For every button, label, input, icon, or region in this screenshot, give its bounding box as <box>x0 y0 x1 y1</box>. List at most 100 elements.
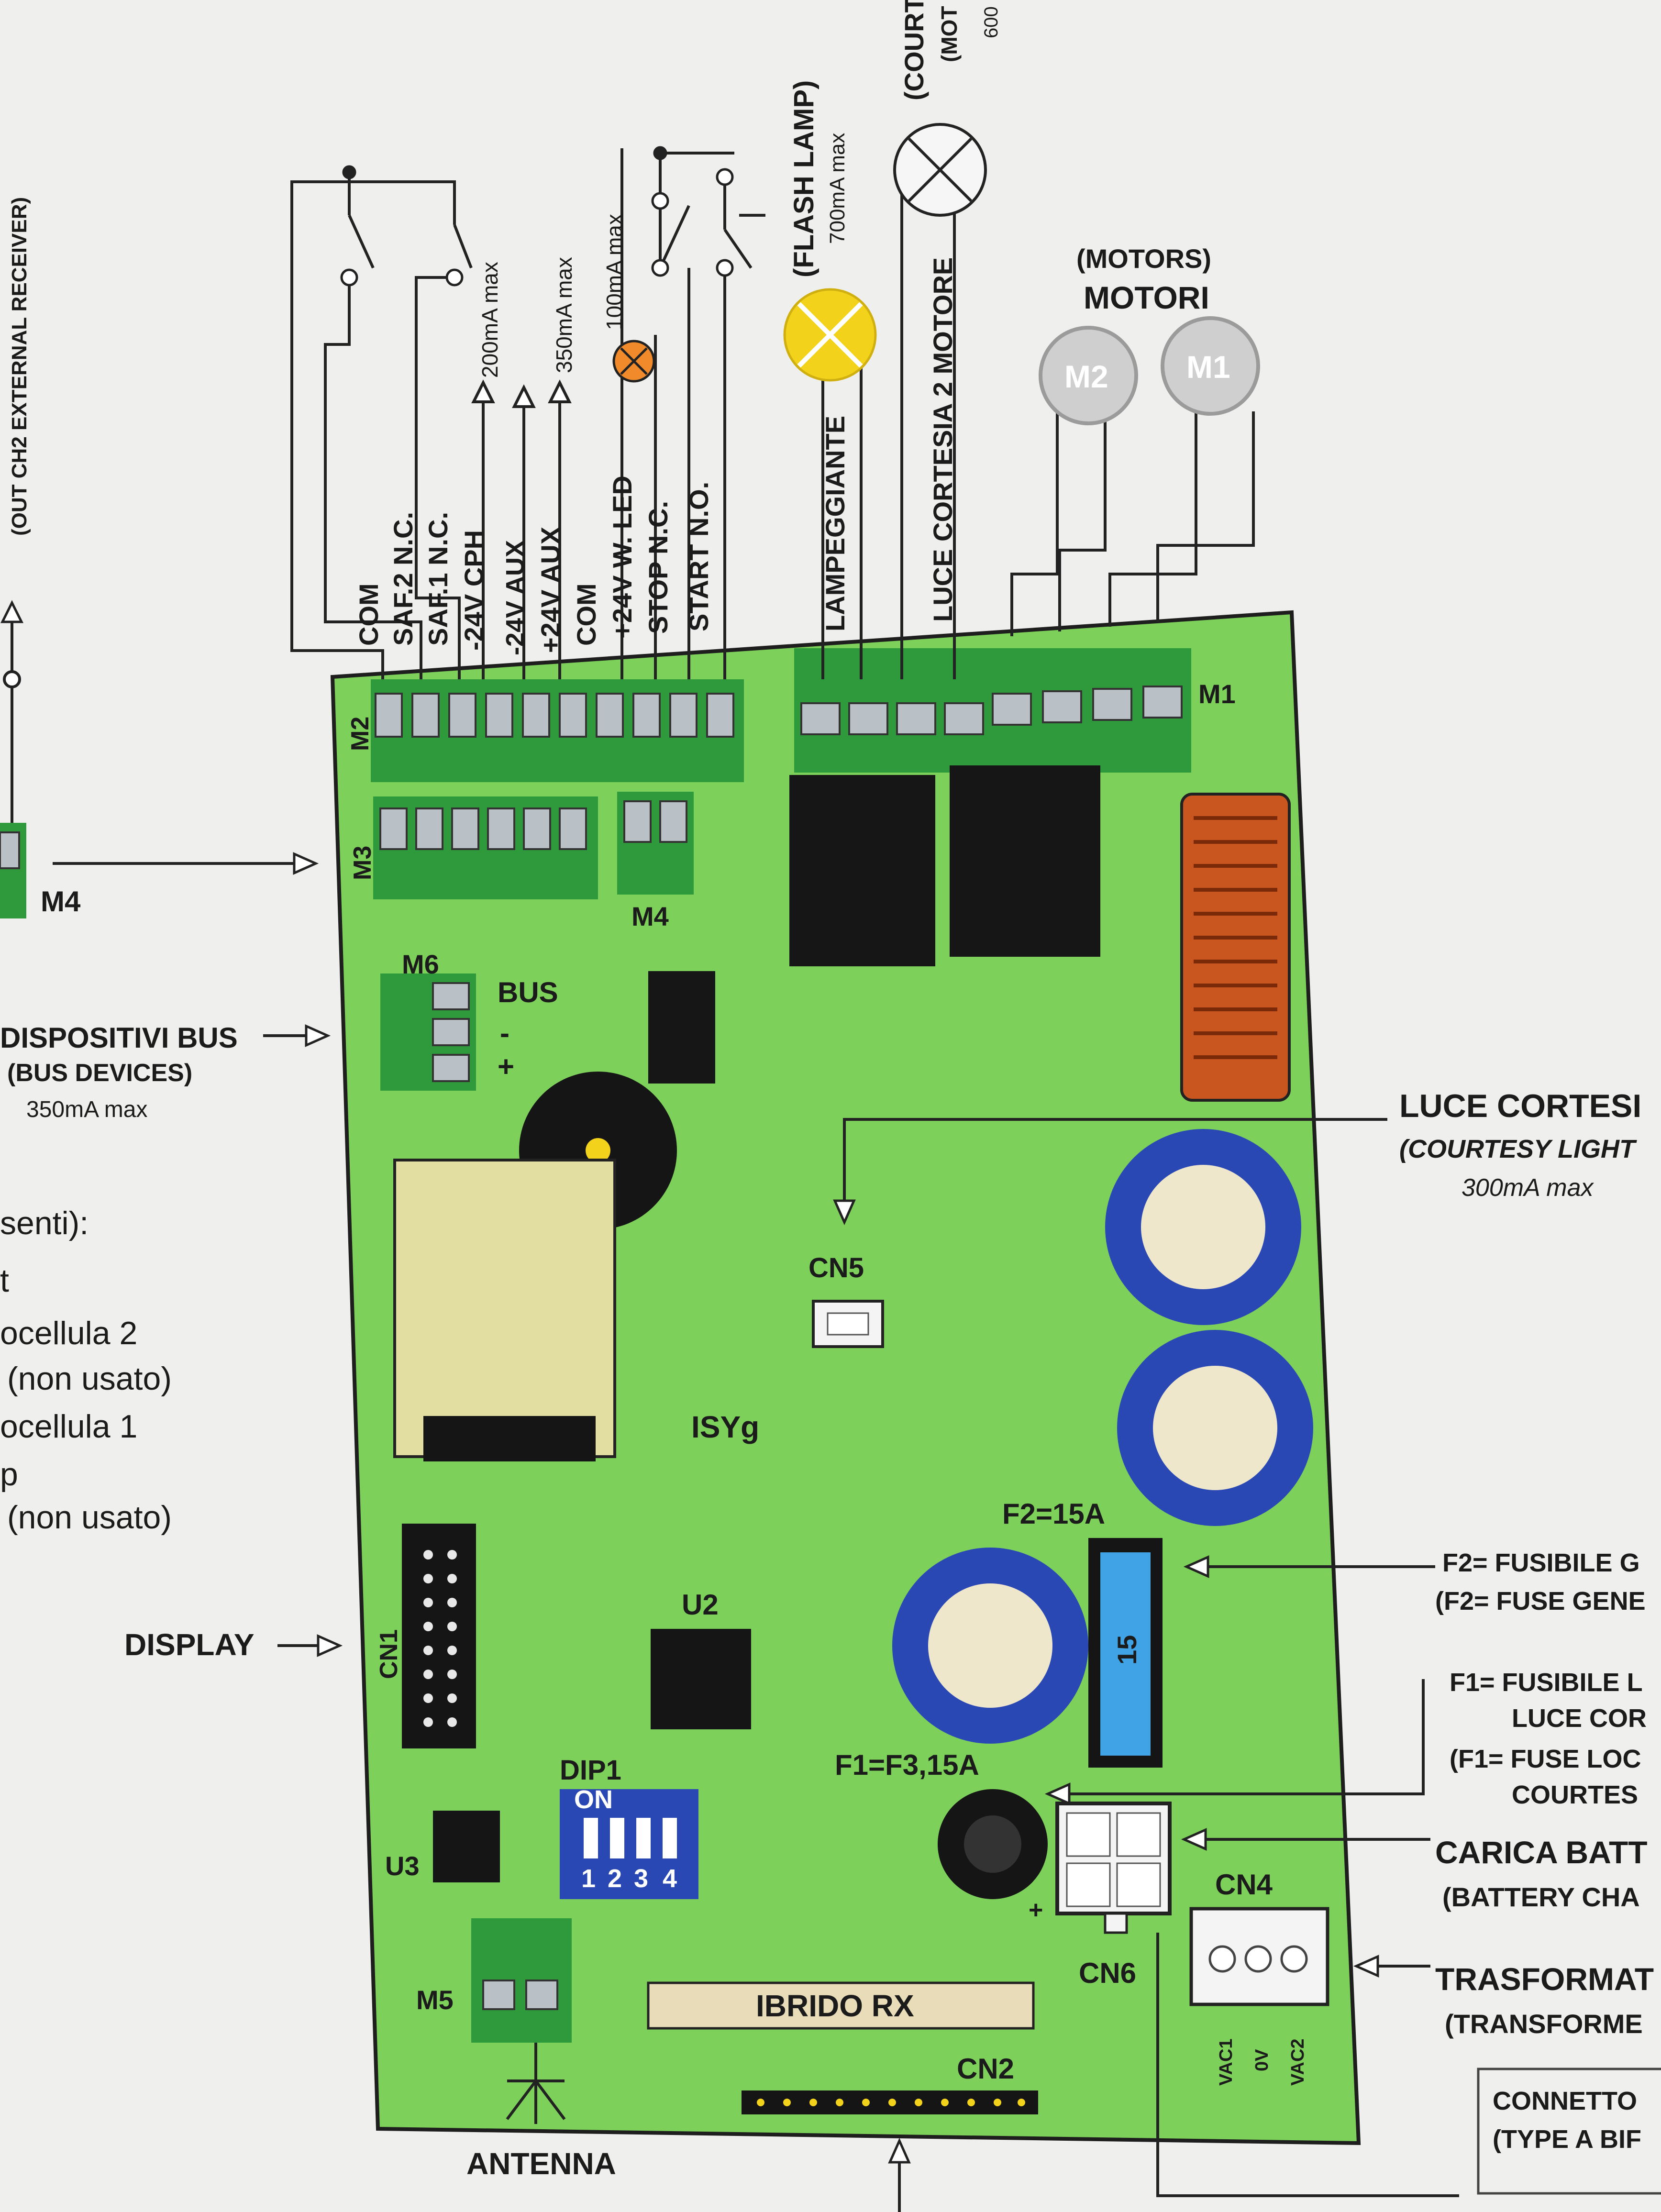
label-vac2: VAC2 <box>1288 2038 1308 2086</box>
ibrido-rx-slot <box>647 1981 1035 2030</box>
dip-number-2: 2 <box>608 1864 622 1893</box>
antenna-icon <box>506 2043 566 2124</box>
terminal-block-m1 <box>794 648 1191 773</box>
label-f2: F2=15A <box>1002 1498 1105 1530</box>
motor-m2-icon <box>1039 326 1138 425</box>
terminal-label-com2: COM <box>571 583 601 646</box>
legend-nonused1: (non usato) <box>7 1360 172 1397</box>
transformer-label: TRASFORMAT <box>1435 1961 1654 1997</box>
capacitor-3 <box>892 1548 1088 1744</box>
label-cn5: CN5 <box>808 1252 864 1283</box>
left-m4-label: M4 <box>41 885 81 918</box>
chip-u3 <box>433 1811 500 1882</box>
fuse-f2 <box>1088 1538 1163 1768</box>
courtesy-lamp-icon <box>893 123 987 217</box>
label-f1: F1=F3,15A <box>835 1749 979 1781</box>
dip-number-1: 1 <box>581 1864 596 1893</box>
label-m3: M3 <box>349 846 376 880</box>
terminal-block-m5 <box>471 1918 572 2043</box>
antenna-label: ANTENNA <box>466 2146 616 2181</box>
terminal-label-start: START N.O. <box>684 482 714 631</box>
connector-info-box <box>1477 2068 1661 2195</box>
terminal-label-com: COM <box>354 583 384 646</box>
current-aux: 350mA max <box>552 257 576 373</box>
terminal-label-luce-cortesia: LUCE CORTESIA 2 MOTORE <box>928 257 958 622</box>
courtesy-top-current: 600 <box>981 6 1002 38</box>
f1-fuse-label: F1= FUSIBILE L <box>1450 1668 1643 1697</box>
chip-u2 <box>651 1629 751 1729</box>
terminal-label-aux-pos: +24V AUX <box>535 527 565 653</box>
motor-m1-label: M1 <box>1186 349 1230 385</box>
relay-1 <box>789 775 935 966</box>
motor-m1-icon <box>1161 316 1260 416</box>
label-cn6: CN6 <box>1079 1957 1136 1989</box>
label-m4-board: M4 <box>631 901 669 931</box>
capacitor-2 <box>1117 1330 1313 1526</box>
label-m5: M5 <box>416 1985 454 2015</box>
label-cn1: CN1 <box>375 1629 403 1679</box>
courtesy-pointer <box>843 1118 1387 1210</box>
relay-2 <box>950 765 1100 957</box>
courtesy-top-label: (COURT <box>899 0 929 100</box>
dip-on-label: ON <box>574 1785 613 1814</box>
courtesy-light-en-label: (COURTESY LIGHT <box>1399 1135 1637 1163</box>
label-u3: U3 <box>385 1851 420 1881</box>
f2-fuse-en-label: (F2= FUSE GENE <box>1435 1587 1646 1615</box>
terminal-label-lampeggiante: LAMPEGGIANTE <box>820 416 850 631</box>
label-m1: M1 <box>1198 679 1236 709</box>
motors-subtitle: (MOTORS) <box>1076 243 1211 274</box>
connector-cn1 <box>402 1524 476 1748</box>
legend-rt: t <box>0 1262 9 1299</box>
terminal-label-wled: +24V W. LED <box>607 476 637 639</box>
connector-cn4 <box>1189 1907 1329 2006</box>
flash-lamp-current: 700mA max <box>826 133 849 244</box>
ext-receiver-label: (OUT CH2 EXTERNAL RECEIVER) <box>8 197 31 536</box>
terminal-label-saf1: SAF.1 N.C. <box>423 512 453 646</box>
terminal-label-aux-neg: -24V AUX <box>501 540 530 655</box>
courtesy-top-label-2: (MOT <box>937 6 962 62</box>
motors-title: MOTORI <box>1084 280 1209 315</box>
label-bus-minus: - <box>500 1017 509 1049</box>
bus-devices-en-label: (BUS DEVICES) <box>7 1059 192 1087</box>
label-m6: M6 <box>402 949 439 979</box>
dip-number-3: 3 <box>634 1864 648 1893</box>
courtesy-light-current: 300mA max <box>1462 1174 1595 1202</box>
label-cn4: CN4 <box>1215 1869 1273 1901</box>
terminal-block-m4 <box>617 792 694 895</box>
current-wled: 100mA max <box>602 214 627 330</box>
current-cph: 200mA max <box>477 262 502 378</box>
bus-devices-current: 350mA max <box>26 1097 147 1122</box>
label-vac1: VAC1 <box>1216 2038 1236 2086</box>
wiring-top <box>290 148 1255 679</box>
label-u2: U2 <box>682 1589 719 1621</box>
terminal-block-m3 <box>373 796 598 899</box>
chip-near-bus <box>648 971 715 1084</box>
connector-cn6 <box>1055 1802 1172 1934</box>
bus-devices-label: DISPOSITIVI BUS <box>0 1022 238 1054</box>
fuse-f1 <box>938 1789 1048 1899</box>
f1-fuse-en-label: (F1= FUSE LOC <box>1450 1745 1641 1773</box>
legend-senti: senti): <box>0 1205 89 1241</box>
battery-charge-label: CARICA BATT <box>1435 1835 1648 1870</box>
dip-switch-dip1[interactable] <box>560 1789 698 1899</box>
connector-box-label: CONNETTO <box>1493 2087 1637 2115</box>
f1-fuse-label-2: LUCE COR <box>1512 1704 1647 1733</box>
dip-number-4: 4 <box>663 1864 677 1893</box>
terminal-label-cph: -24V CPH <box>459 530 489 651</box>
flash-lamp-icon <box>783 288 877 382</box>
terminal-block-m6-bus <box>380 973 476 1091</box>
connector-cn2 <box>742 2090 1038 2114</box>
label-m2: M2 <box>346 717 374 751</box>
courtesy-light-label: LUCE CORTESI <box>1399 1088 1641 1124</box>
battery-charge-en-label: (BATTERY CHA <box>1442 1882 1640 1912</box>
legend-fotocell1: ocellula 1 <box>0 1408 137 1445</box>
legend-fotocell2: ocellula 2 <box>0 1315 137 1351</box>
f2-fuse-label: F2= FUSIBILE G <box>1442 1548 1640 1577</box>
orange-coil <box>1180 793 1291 1102</box>
legend-nonused2: (non usato) <box>7 1499 172 1536</box>
terminal-label-saf2: SAF.2 N.C. <box>388 512 418 646</box>
radio-module <box>393 1159 616 1458</box>
label-0v: 0V <box>1252 2049 1272 2071</box>
f1-fuse-en-label-2: COURTES <box>1512 1781 1638 1809</box>
